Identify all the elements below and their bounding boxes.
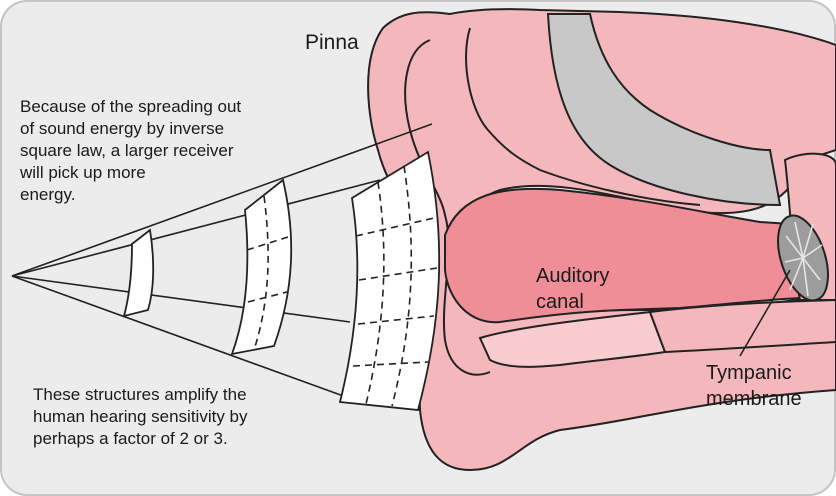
label-line: Auditory xyxy=(536,263,609,289)
note-line: Because of the spreading out xyxy=(20,96,340,118)
label-line: membrane xyxy=(706,386,802,412)
inverse-square-note: Because of the spreading out of sound en… xyxy=(20,96,340,206)
note-line: square law, a larger receiver xyxy=(20,140,340,162)
pinna-label: Pinna xyxy=(305,31,359,55)
note-line: perhaps a factor of 2 or 3. xyxy=(33,428,353,450)
note-line: These structures amplify the xyxy=(33,384,353,406)
amplification-note: These structures amplify the human heari… xyxy=(33,384,353,450)
note-line: human hearing sensitivity by xyxy=(33,406,353,428)
note-line: of sound energy by inverse xyxy=(20,118,340,140)
label-line: Tympanic xyxy=(706,360,802,386)
auditory-canal-label: Auditory canal xyxy=(536,263,609,315)
note-line: energy. xyxy=(20,184,340,206)
tympanic-membrane-label: Tympanic membrane xyxy=(706,360,802,412)
note-line: will pick up more xyxy=(20,162,340,184)
label-line: canal xyxy=(536,289,609,315)
